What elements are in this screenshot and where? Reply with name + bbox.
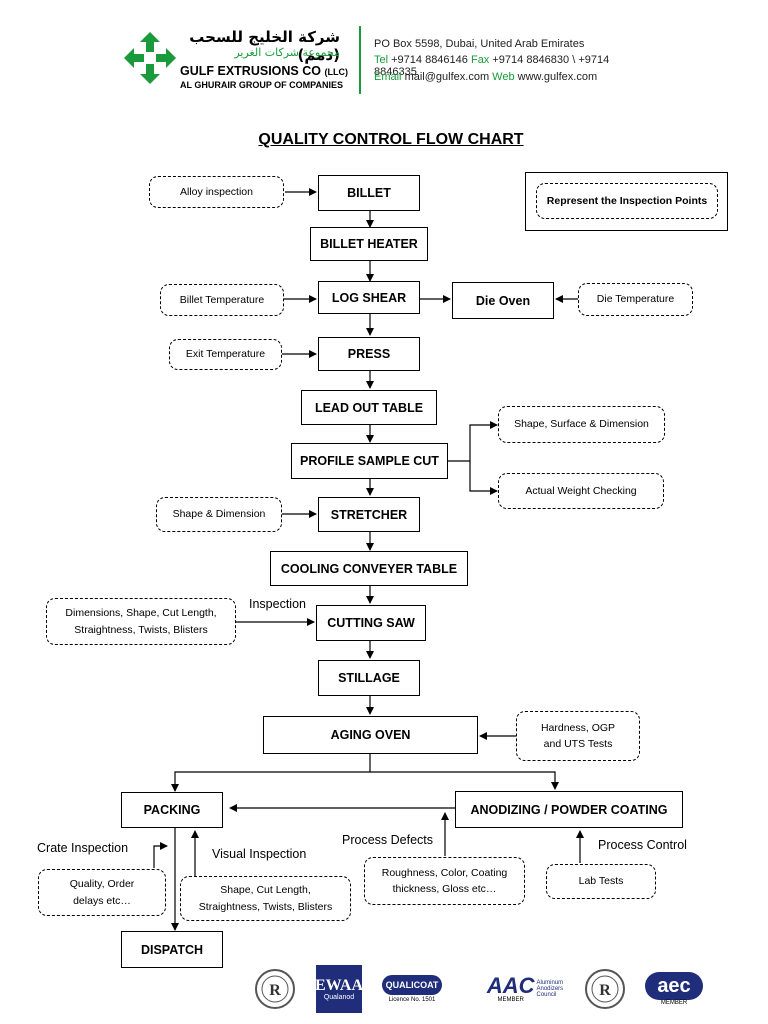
process-cooling-conveyer: COOLING CONVEYER TABLE bbox=[270, 551, 468, 586]
process-billet: BILLET bbox=[318, 175, 420, 211]
qualanod-logo: EWAA Qualanod bbox=[315, 965, 363, 1013]
label-crate-inspection: Crate Inspection bbox=[37, 841, 129, 855]
process-stretcher: STRETCHER bbox=[318, 497, 420, 532]
header: شركة الخليج للسحب (ذمم) مجموعة شركات الغ… bbox=[118, 24, 648, 98]
aac-logo: AAC MEMBER Aluminum Anodizers Council bbox=[486, 973, 564, 1004]
phone-line: Tel +9714 8846146 Fax +9714 8846830 \ +9… bbox=[374, 54, 610, 78]
inspection-alloy: Alloy inspection bbox=[149, 176, 284, 208]
process-cutting-saw: CUTTING SAW bbox=[316, 605, 426, 641]
process-lead-out-table: LEAD OUT TABLE bbox=[301, 390, 437, 425]
process-billet-heater: BILLET HEATER bbox=[310, 227, 428, 261]
legend: Represent the Inspection Points bbox=[525, 172, 728, 231]
label-process-defects: Process Defects bbox=[342, 833, 434, 847]
iso-certification-logo-2: R bbox=[584, 965, 626, 1013]
process-die-oven: Die Oven bbox=[452, 282, 554, 319]
inspection-billet-temperature: Billet Temperature bbox=[160, 284, 284, 316]
process-profile-sample-cut: PROFILE SAMPLE CUT bbox=[291, 443, 448, 479]
page-title: QUALITY CONTROL FLOW CHART bbox=[258, 131, 524, 148]
inspection-lab-tests: Lab Tests bbox=[546, 864, 656, 899]
inspection-quality-order: Quality, Order delays etc… bbox=[38, 869, 166, 916]
inspection-weight-checking: Actual Weight Checking bbox=[498, 473, 664, 509]
label-process-control: Process Control bbox=[598, 838, 687, 852]
inspection-die-temperature: Die Temperature bbox=[578, 283, 693, 316]
qualicoat-logo: QUALICOAT Licence No. 1501 bbox=[380, 965, 444, 1013]
inspection-hardness: Hardness, OGP and UTS Tests bbox=[516, 711, 640, 761]
address: PO Box 5598, Dubai, United Arab Emirates bbox=[374, 38, 585, 50]
group-name: AL GHURAIR GROUP OF COMPANIES bbox=[180, 80, 344, 90]
process-anodizing-powder-coating: ANODIZING / POWDER COATING bbox=[455, 791, 683, 828]
company-logo-icon bbox=[124, 32, 176, 84]
group-name-arabic: مجموعة شركات الغرير bbox=[234, 46, 340, 59]
label-visual-inspection: Visual Inspection bbox=[212, 847, 307, 861]
iso-certification-logo-1: R bbox=[254, 965, 296, 1013]
legend-inspection-point: Represent the Inspection Points bbox=[536, 183, 718, 219]
header-divider bbox=[359, 26, 361, 94]
inspection-shape-cut-length: Shape, Cut Length, Straightness, Twists,… bbox=[180, 876, 351, 921]
company-name-arabic: شركة الخليج للسحب (ذمم) bbox=[189, 28, 340, 64]
inspection-shape-surface-dimension: Shape, Surface & Dimension bbox=[498, 406, 665, 443]
email-line: Email mail@gulfex.com Web www.gulfex.com bbox=[374, 71, 598, 83]
inspection-shape-dimension: Shape & Dimension bbox=[156, 497, 282, 532]
process-stillage: STILLAGE bbox=[318, 660, 420, 696]
inspection-cutting-dimensions: Dimensions, Shape, Cut Length, Straightn… bbox=[46, 598, 236, 645]
process-press: PRESS bbox=[318, 337, 420, 371]
company-name: GULF EXTRUSIONS CO (LLC) bbox=[180, 64, 348, 78]
inspection-exit-temperature: Exit Temperature bbox=[169, 339, 282, 370]
process-packing: PACKING bbox=[121, 792, 223, 828]
process-dispatch: DISPATCH bbox=[121, 931, 223, 968]
aec-logo: aec MEMBER bbox=[636, 965, 712, 1013]
process-aging-oven: AGING OVEN bbox=[263, 716, 478, 754]
process-log-shear: LOG SHEAR bbox=[318, 281, 420, 314]
svg-text:R: R bbox=[599, 982, 611, 999]
inspection-roughness-color: Roughness, Color, Coating thickness, Glo… bbox=[364, 857, 525, 905]
svg-text:R: R bbox=[269, 982, 281, 999]
label-inspection: Inspection bbox=[249, 597, 306, 611]
